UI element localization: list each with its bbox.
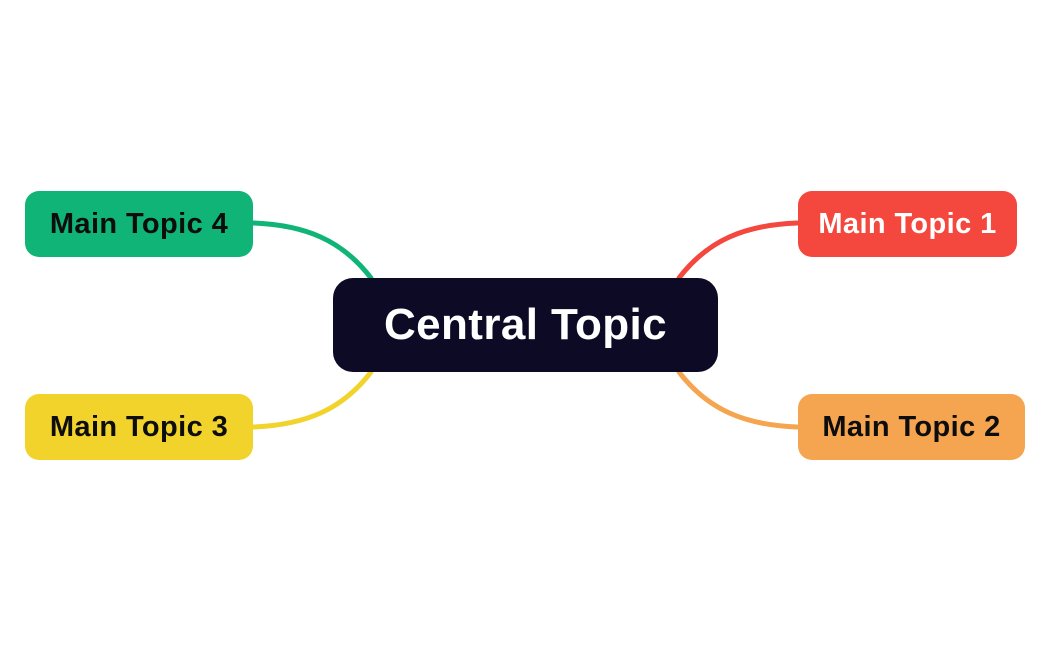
connector-central-to-topic-2	[676, 369, 800, 430]
main-topic-2-label: Main Topic 2	[822, 410, 1001, 443]
main-topic-4-label: Main Topic 4	[49, 207, 229, 240]
central-topic-node[interactable]: Central Topic	[333, 278, 718, 372]
connector-central-to-topic-3	[250, 369, 374, 430]
connector-central-to-topic-1	[676, 220, 800, 281]
central-topic-label: Central Topic	[383, 300, 668, 349]
main-topic-2-node[interactable]: Main Topic 2	[798, 394, 1025, 460]
main-topic-1-node[interactable]: Main Topic 1	[798, 191, 1017, 257]
main-topic-1-label: Main Topic 1	[818, 207, 997, 240]
connector-central-to-topic-4	[250, 220, 374, 281]
main-topic-3-node[interactable]: Main Topic 3	[25, 394, 253, 460]
main-topic-4-node[interactable]: Main Topic 4	[25, 191, 253, 257]
main-topic-3-label: Main Topic 3	[49, 410, 229, 443]
